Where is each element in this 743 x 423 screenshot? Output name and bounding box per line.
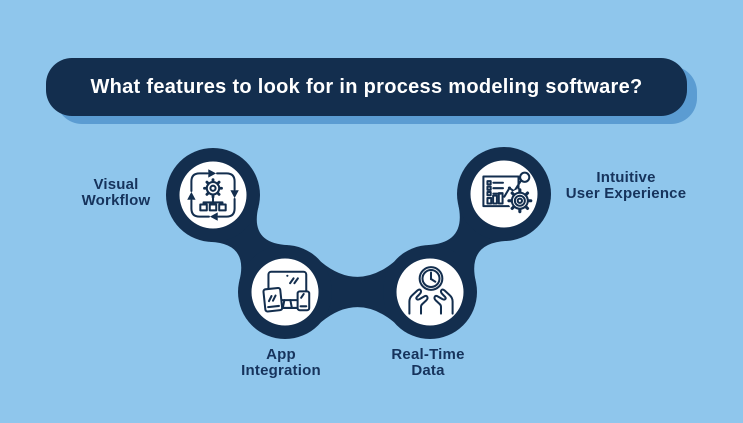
node-connectors bbox=[210, 204, 507, 323]
node-label-real-time-data: Real-Time Data bbox=[391, 346, 465, 379]
workflow-cycle-icon bbox=[186, 169, 240, 222]
hands-clock-icon bbox=[408, 266, 454, 315]
node-label-intuitive-ux: Intuitive User Experience bbox=[565, 169, 687, 202]
node-label-app-integration: App Integration bbox=[241, 346, 321, 379]
node-label-visual-workflow: Visual Workflow bbox=[81, 176, 151, 209]
page-title: What features to look for in process mod… bbox=[90, 75, 643, 98]
devices-icon bbox=[262, 270, 311, 313]
node-face-real-time-data bbox=[396, 258, 464, 326]
title-banner: What features to look for in process mod… bbox=[46, 58, 687, 116]
dashboard-gear-icon bbox=[482, 171, 533, 214]
